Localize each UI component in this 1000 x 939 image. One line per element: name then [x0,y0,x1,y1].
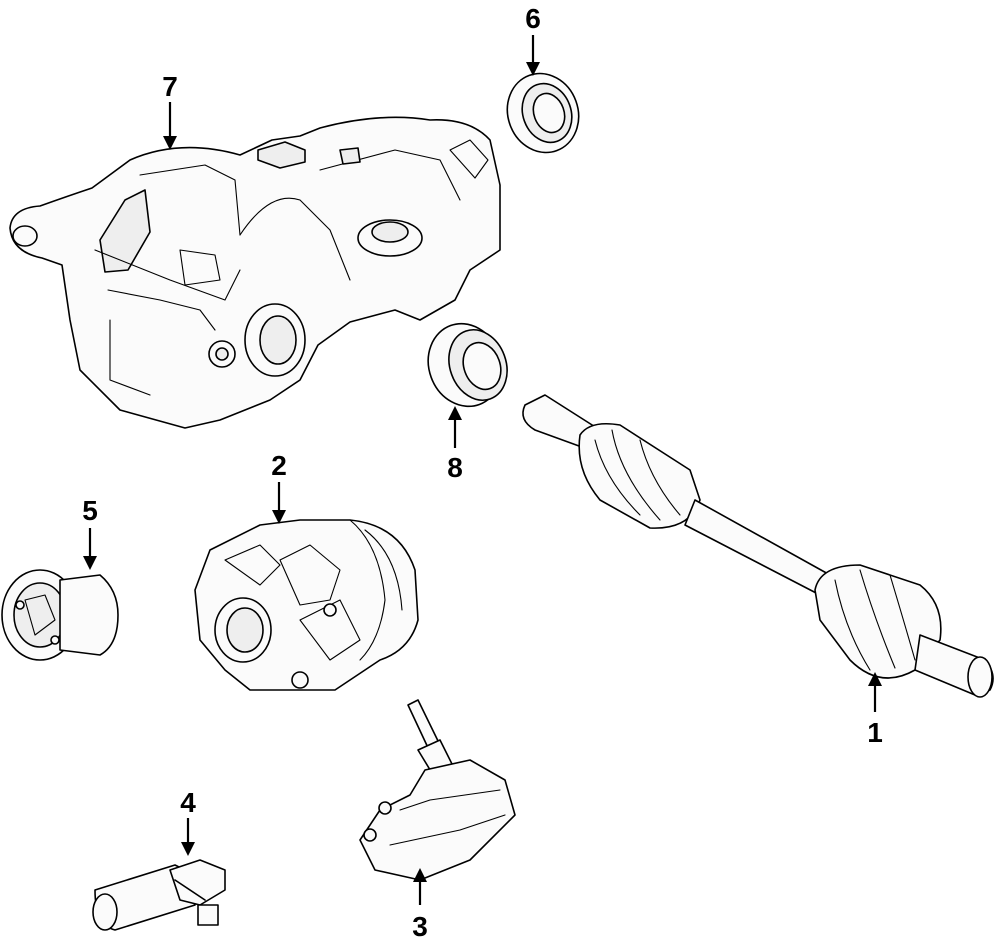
axle-shaft[interactable] [522,394,994,698]
callout-label-2: 2 [271,450,287,481]
axle-seal-6[interactable] [496,63,589,162]
callout-2: 2 [271,450,287,524]
sensor-4[interactable] [92,859,226,931]
callout-label-1: 1 [867,717,883,748]
callout-6: 6 [525,3,541,76]
callout-label-3: 3 [412,911,428,939]
callout-label-4: 4 [180,787,196,818]
callout-5: 5 [82,495,98,570]
callout-label-6: 6 [525,3,541,34]
flange-5[interactable] [1,569,119,661]
callout-label-7: 7 [162,71,178,102]
actuator-3[interactable] [359,699,516,881]
callout-8: 8 [447,406,463,483]
callout-label-5: 5 [82,495,98,526]
callout-3: 3 [412,868,428,939]
callout-1: 1 [867,672,883,748]
callout-4: 4 [180,787,196,856]
callout-label-8: 8 [447,452,463,483]
axle-seal-8[interactable] [417,313,517,417]
callout-7: 7 [162,71,178,150]
differential-assembly[interactable] [194,519,419,691]
differential-housing[interactable] [9,116,501,429]
